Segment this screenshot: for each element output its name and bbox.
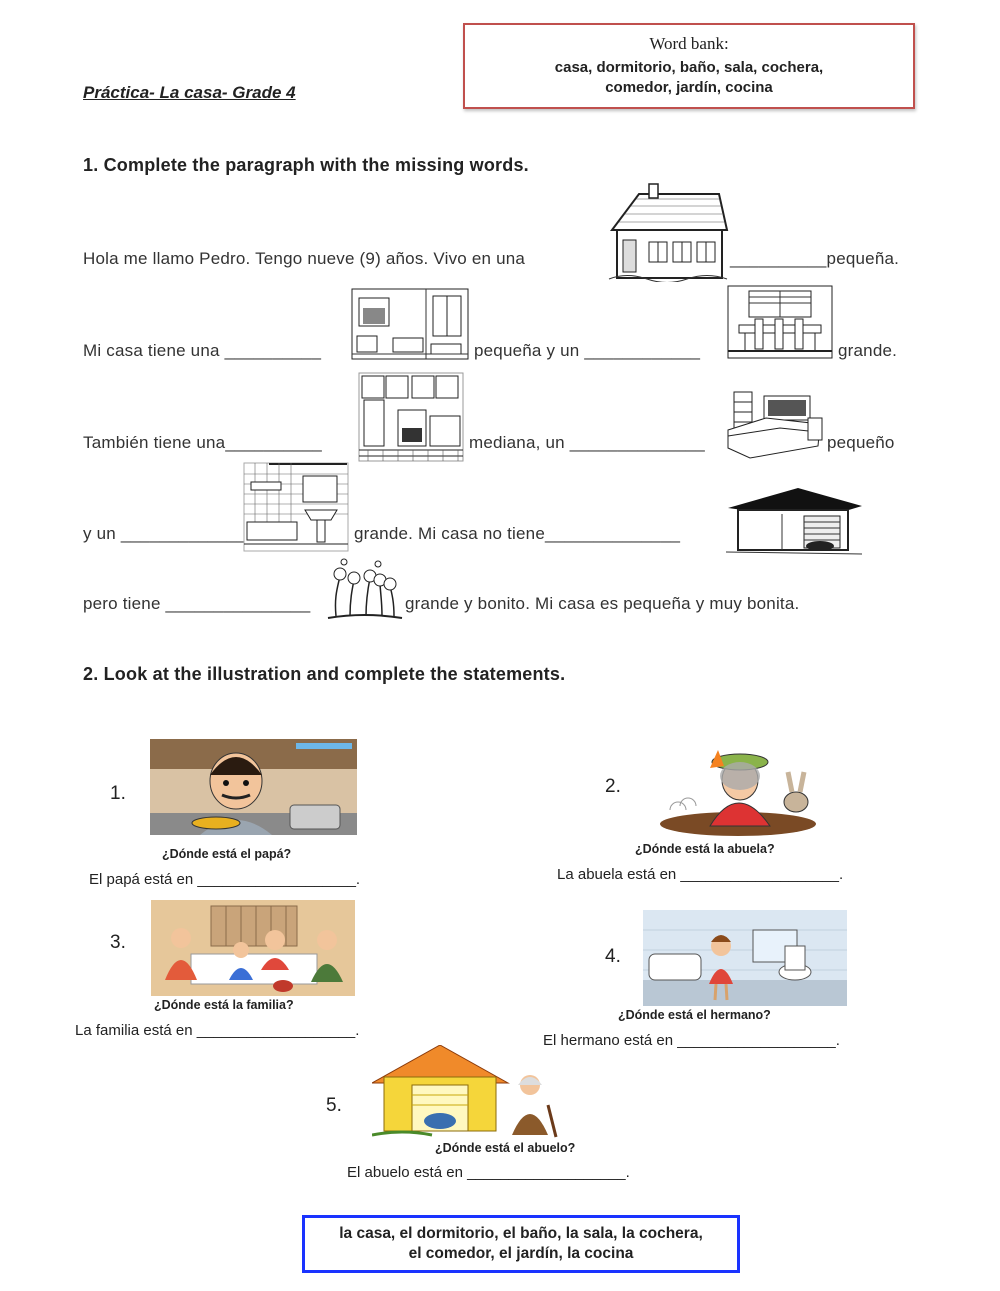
word-bank-line: casa, dormitorio, baño, sala, cochera, xyxy=(554,59,824,76)
paragraph-line-3c: pequeño xyxy=(827,433,895,452)
paragraph-line-1b: __________pequeña. xyxy=(730,249,900,268)
item-statement: El abuelo está en ___________________. xyxy=(347,1164,630,1181)
bathroom-picture xyxy=(243,462,349,552)
item-question: ¿Dónde está la familia? xyxy=(154,998,294,1012)
worksheet-title: Práctica- La casa- Grade 4 xyxy=(83,83,296,102)
paragraph-line-4a: y un _______________ xyxy=(83,524,266,543)
paragraph-line-3a: También tiene una__________ xyxy=(83,433,322,452)
item-question: ¿Dónde está el abuelo? xyxy=(435,1141,576,1155)
item-statement: El hermano está en ___________________. xyxy=(543,1032,840,1049)
answer-bank-line: el comedor, el jardín, la cocina xyxy=(408,1245,634,1262)
garden-picture xyxy=(322,556,406,622)
word-bank-words: casa, dormitorio, baño, sala, cochera, c… xyxy=(465,58,913,98)
item-number: 5. xyxy=(326,1095,342,1116)
paragraph-line-5a: pero tiene _______________ xyxy=(83,594,311,613)
item-question: ¿Dónde está el hermano? xyxy=(618,1008,771,1022)
answer-bank-box: la casa, el dormitorio, el baño, la sala… xyxy=(302,1215,740,1273)
bedroom-picture xyxy=(720,388,826,464)
section1-heading: 1. Complete the paragraph with the missi… xyxy=(83,155,529,175)
hermano-bathroom-picture xyxy=(643,910,847,1006)
item-statement: La familia está en ___________________. xyxy=(75,1022,360,1039)
paragraph-line-3b: mediana, un ______________ xyxy=(469,433,705,452)
paragraph-line-4b: grande. Mi casa no tiene______________ xyxy=(354,524,681,543)
item-question: ¿Dónde está la abuela? xyxy=(635,842,775,856)
word-bank-line: comedor, jardín, cocina xyxy=(605,79,773,96)
word-bank-box: Word bank: casa, dormitorio, baño, sala,… xyxy=(463,23,915,109)
item-question: ¿Dónde está el papá? xyxy=(162,847,292,861)
word-bank-title: Word bank: xyxy=(649,34,729,53)
kitchen-picture xyxy=(358,372,464,462)
paragraph-line-2c: grande. xyxy=(838,341,898,360)
garage-picture xyxy=(722,484,866,556)
familia-dining-picture xyxy=(151,900,355,996)
item-statement: La abuela está en ___________________. xyxy=(557,866,844,883)
living-room-picture xyxy=(351,288,469,360)
section2-heading: 2. Look at the illustration and complete… xyxy=(83,664,566,684)
item-statement: El papá está en ___________________. xyxy=(89,871,361,888)
item-number: 3. xyxy=(110,932,126,953)
item-number: 4. xyxy=(605,946,621,967)
house-picture xyxy=(607,182,729,282)
paragraph-line-1a: Hola me llamo Pedro. Tengo nueve (9) año… xyxy=(83,249,526,268)
item-number: 1. xyxy=(110,783,126,804)
paragraph-line-2a: Mi casa tiene una __________ xyxy=(83,341,322,360)
paragraph-line-5b: grande y bonito. Mi casa es pequeña y mu… xyxy=(405,594,800,613)
abuelo-garage-picture xyxy=(372,1045,568,1139)
abuela-garden-picture xyxy=(650,740,826,836)
paragraph-line-2b: pequeña y un ____________ xyxy=(474,341,701,360)
answer-bank-line: la casa, el dormitorio, el baño, la sala… xyxy=(339,1225,703,1242)
papa-kitchen-picture xyxy=(150,739,357,835)
dining-room-picture xyxy=(727,285,833,359)
item-number: 2. xyxy=(605,776,621,797)
